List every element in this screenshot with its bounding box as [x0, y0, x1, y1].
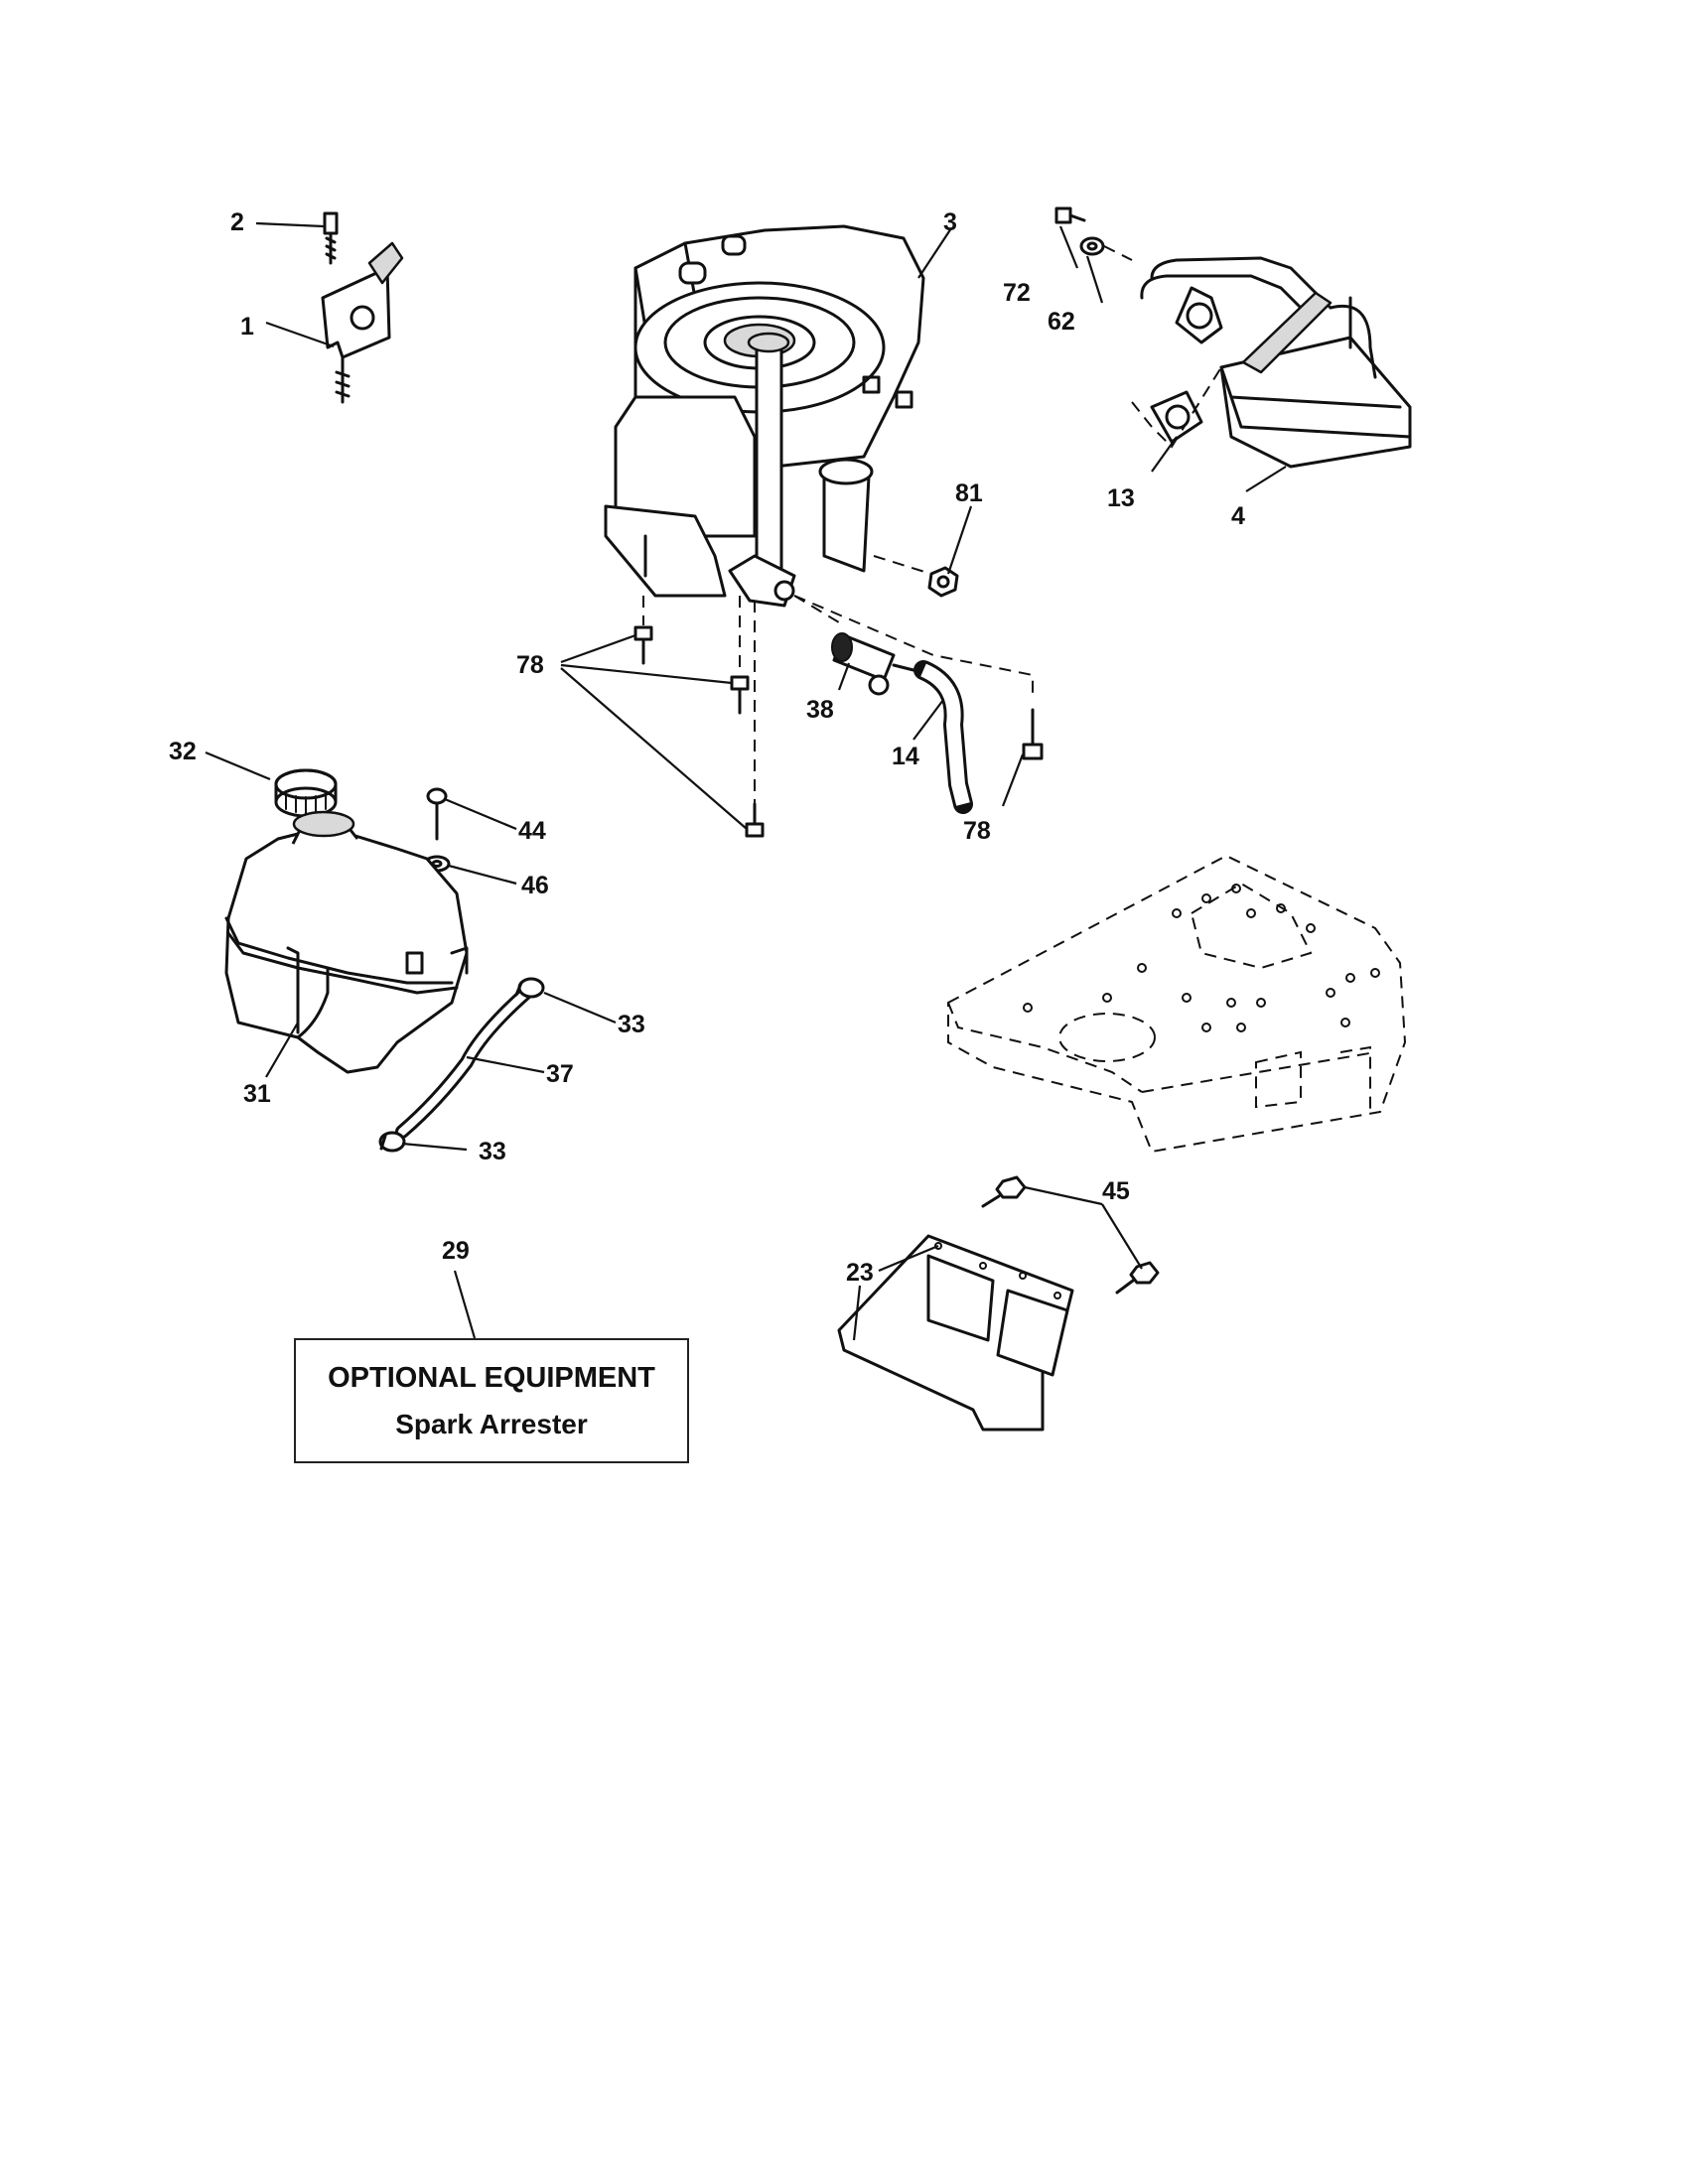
callout-2: 2: [230, 208, 244, 236]
fuel-tank-cap-part: [274, 768, 338, 818]
shield-bolt-lower-part: [1115, 1261, 1160, 1295]
callout-13: 13: [1107, 484, 1135, 512]
fuel-hose-part: [913, 660, 973, 814]
callout-1: 1: [240, 313, 254, 341]
engine-part: [604, 224, 925, 608]
engine-bolts-part: [633, 625, 1044, 838]
callout-37: 37: [546, 1060, 574, 1088]
shield-bolt-upper-part: [981, 1175, 1027, 1208]
screw-72-part: [1054, 206, 1086, 224]
fuel-line-part: [395, 986, 533, 1139]
callout-78-right: 78: [963, 817, 991, 845]
washer-62-part: [1079, 236, 1105, 256]
nut-part: [927, 566, 959, 598]
callout-78-engine: 78: [516, 651, 544, 679]
callout-46: 46: [521, 872, 549, 899]
muffler-part: [1140, 256, 1412, 469]
callout-23: 23: [846, 1259, 874, 1287]
callout-33-upper: 33: [618, 1011, 645, 1038]
callout-72: 72: [1003, 279, 1031, 307]
callout-38: 38: [806, 696, 834, 724]
optional-equipment-heading: OPTIONAL EQUIPMENT: [328, 1361, 655, 1394]
callout-45: 45: [1102, 1177, 1130, 1205]
callout-31: 31: [243, 1080, 271, 1108]
exhaust-gasket-part: [1150, 390, 1203, 444]
hose-clamp-lower-part: [378, 1131, 406, 1153]
frame-dashed-outline: [947, 854, 1407, 1154]
callout-29: 29: [442, 1237, 470, 1265]
callout-33-lower: 33: [479, 1138, 506, 1165]
fuel-tank-part: [224, 810, 469, 1074]
throttle-control-part: [321, 211, 404, 404]
callout-81: 81: [955, 479, 983, 507]
gasket-dash-line: [1131, 366, 1222, 449]
callout-3: 3: [943, 208, 957, 236]
callout-62: 62: [1048, 308, 1075, 336]
optional-equipment-box: OPTIONAL EQUIPMENT Spark Arrester: [294, 1338, 689, 1463]
callout-44: 44: [518, 817, 546, 845]
callout-32: 32: [169, 738, 197, 765]
engine-shield-plate-part: [837, 1234, 1074, 1432]
callout-14: 14: [892, 743, 919, 770]
exhaust-dash-line: [1103, 245, 1133, 261]
spark-arrester-label: Spark Arrester: [395, 1408, 588, 1439]
fuel-filter-part: [831, 632, 915, 696]
hose-clamp-upper-part: [514, 977, 545, 999]
screw-44-part: [426, 787, 448, 841]
callout-4: 4: [1231, 502, 1245, 530]
leader-lines: [205, 221, 1287, 1341]
